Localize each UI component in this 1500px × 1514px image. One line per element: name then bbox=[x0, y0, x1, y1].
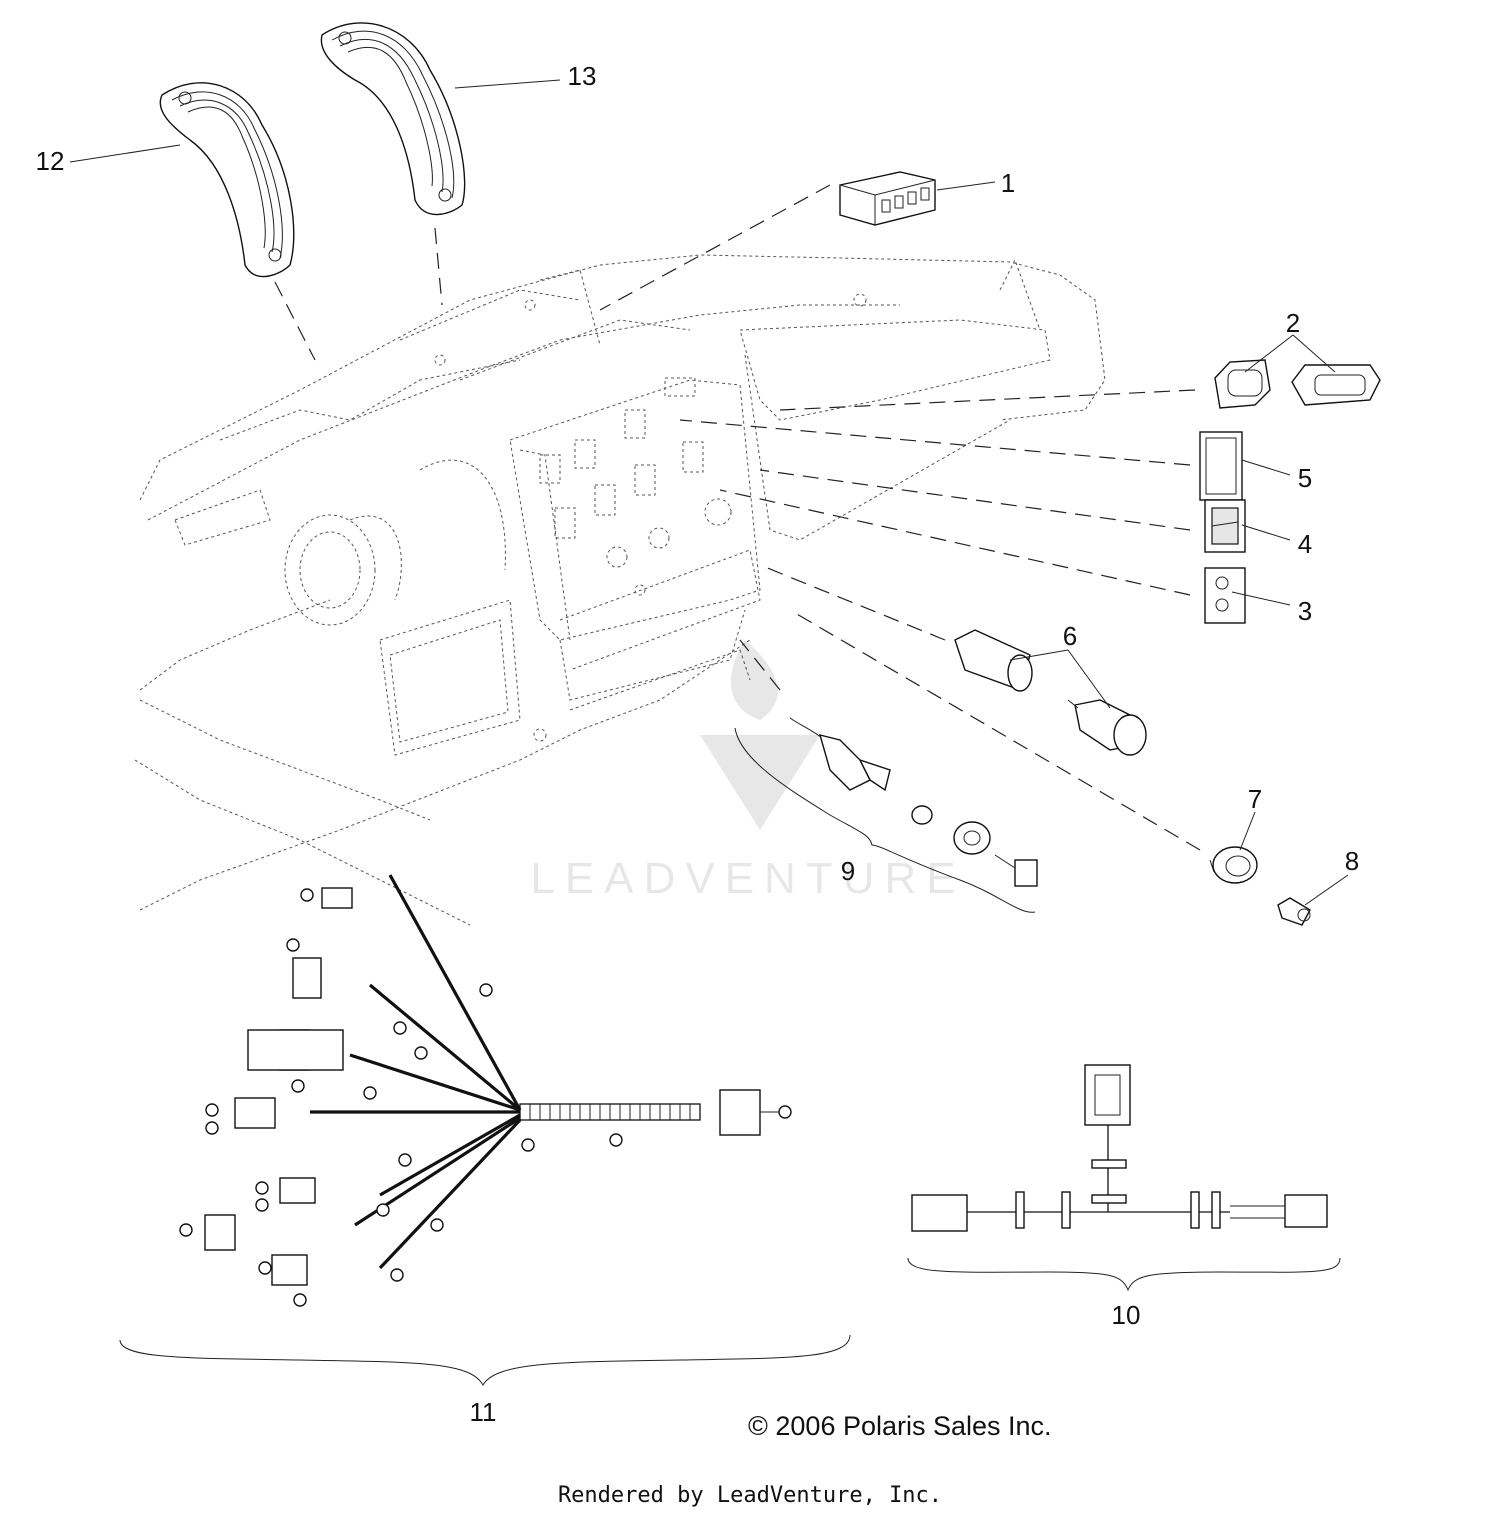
callout-13: 13 bbox=[568, 61, 597, 91]
leader-lines bbox=[69, 79, 1349, 906]
callout-10: 10 bbox=[1112, 1300, 1141, 1330]
callout-2: 2 bbox=[1286, 308, 1300, 338]
part-7-bezel bbox=[1209, 846, 1258, 884]
callout-labels: 1 2 3 4 5 6 7 8 9 10 11 12 13 bbox=[36, 61, 1360, 1427]
callout-11: 11 bbox=[470, 1397, 497, 1427]
part-9-key-switch bbox=[789, 717, 1038, 887]
part-6-power-outlet bbox=[954, 629, 1147, 756]
copyright-notice: © 2006 Polaris Sales Inc. bbox=[748, 1411, 1052, 1441]
rendered-by-footer: Rendered by LeadVenture, Inc. bbox=[557, 1483, 943, 1508]
brace-part-9 bbox=[734, 727, 1036, 913]
callout-12: 12 bbox=[36, 146, 65, 176]
callout-6: 6 bbox=[1063, 621, 1077, 651]
callout-7: 7 bbox=[1248, 784, 1262, 814]
assembly-lines bbox=[274, 184, 1201, 851]
part-2-bezels bbox=[1214, 359, 1381, 409]
part-8-socket bbox=[1277, 897, 1311, 926]
callout-4: 4 bbox=[1298, 529, 1312, 559]
dashboard-panel bbox=[134, 254, 1106, 926]
part-4-rocker-switch bbox=[1204, 499, 1246, 553]
part-1-switch-block bbox=[839, 171, 936, 226]
callout-5: 5 bbox=[1298, 463, 1312, 493]
callout-3: 3 bbox=[1298, 596, 1312, 626]
leadventure-watermark: LEADVENTURE bbox=[530, 640, 965, 903]
callout-9: 9 bbox=[841, 856, 855, 886]
wire-harness-11 bbox=[119, 874, 851, 1387]
grab-handle-right bbox=[320, 22, 466, 216]
part-3-double-switch bbox=[1204, 567, 1246, 624]
callout-8: 8 bbox=[1345, 846, 1359, 876]
watermark-text: LEADVENTURE bbox=[530, 854, 965, 903]
part-5-blank-plate bbox=[1199, 431, 1243, 501]
grab-handle-left bbox=[159, 82, 295, 278]
callout-1: 1 bbox=[1001, 168, 1015, 198]
wire-harness-10 bbox=[907, 1064, 1341, 1292]
